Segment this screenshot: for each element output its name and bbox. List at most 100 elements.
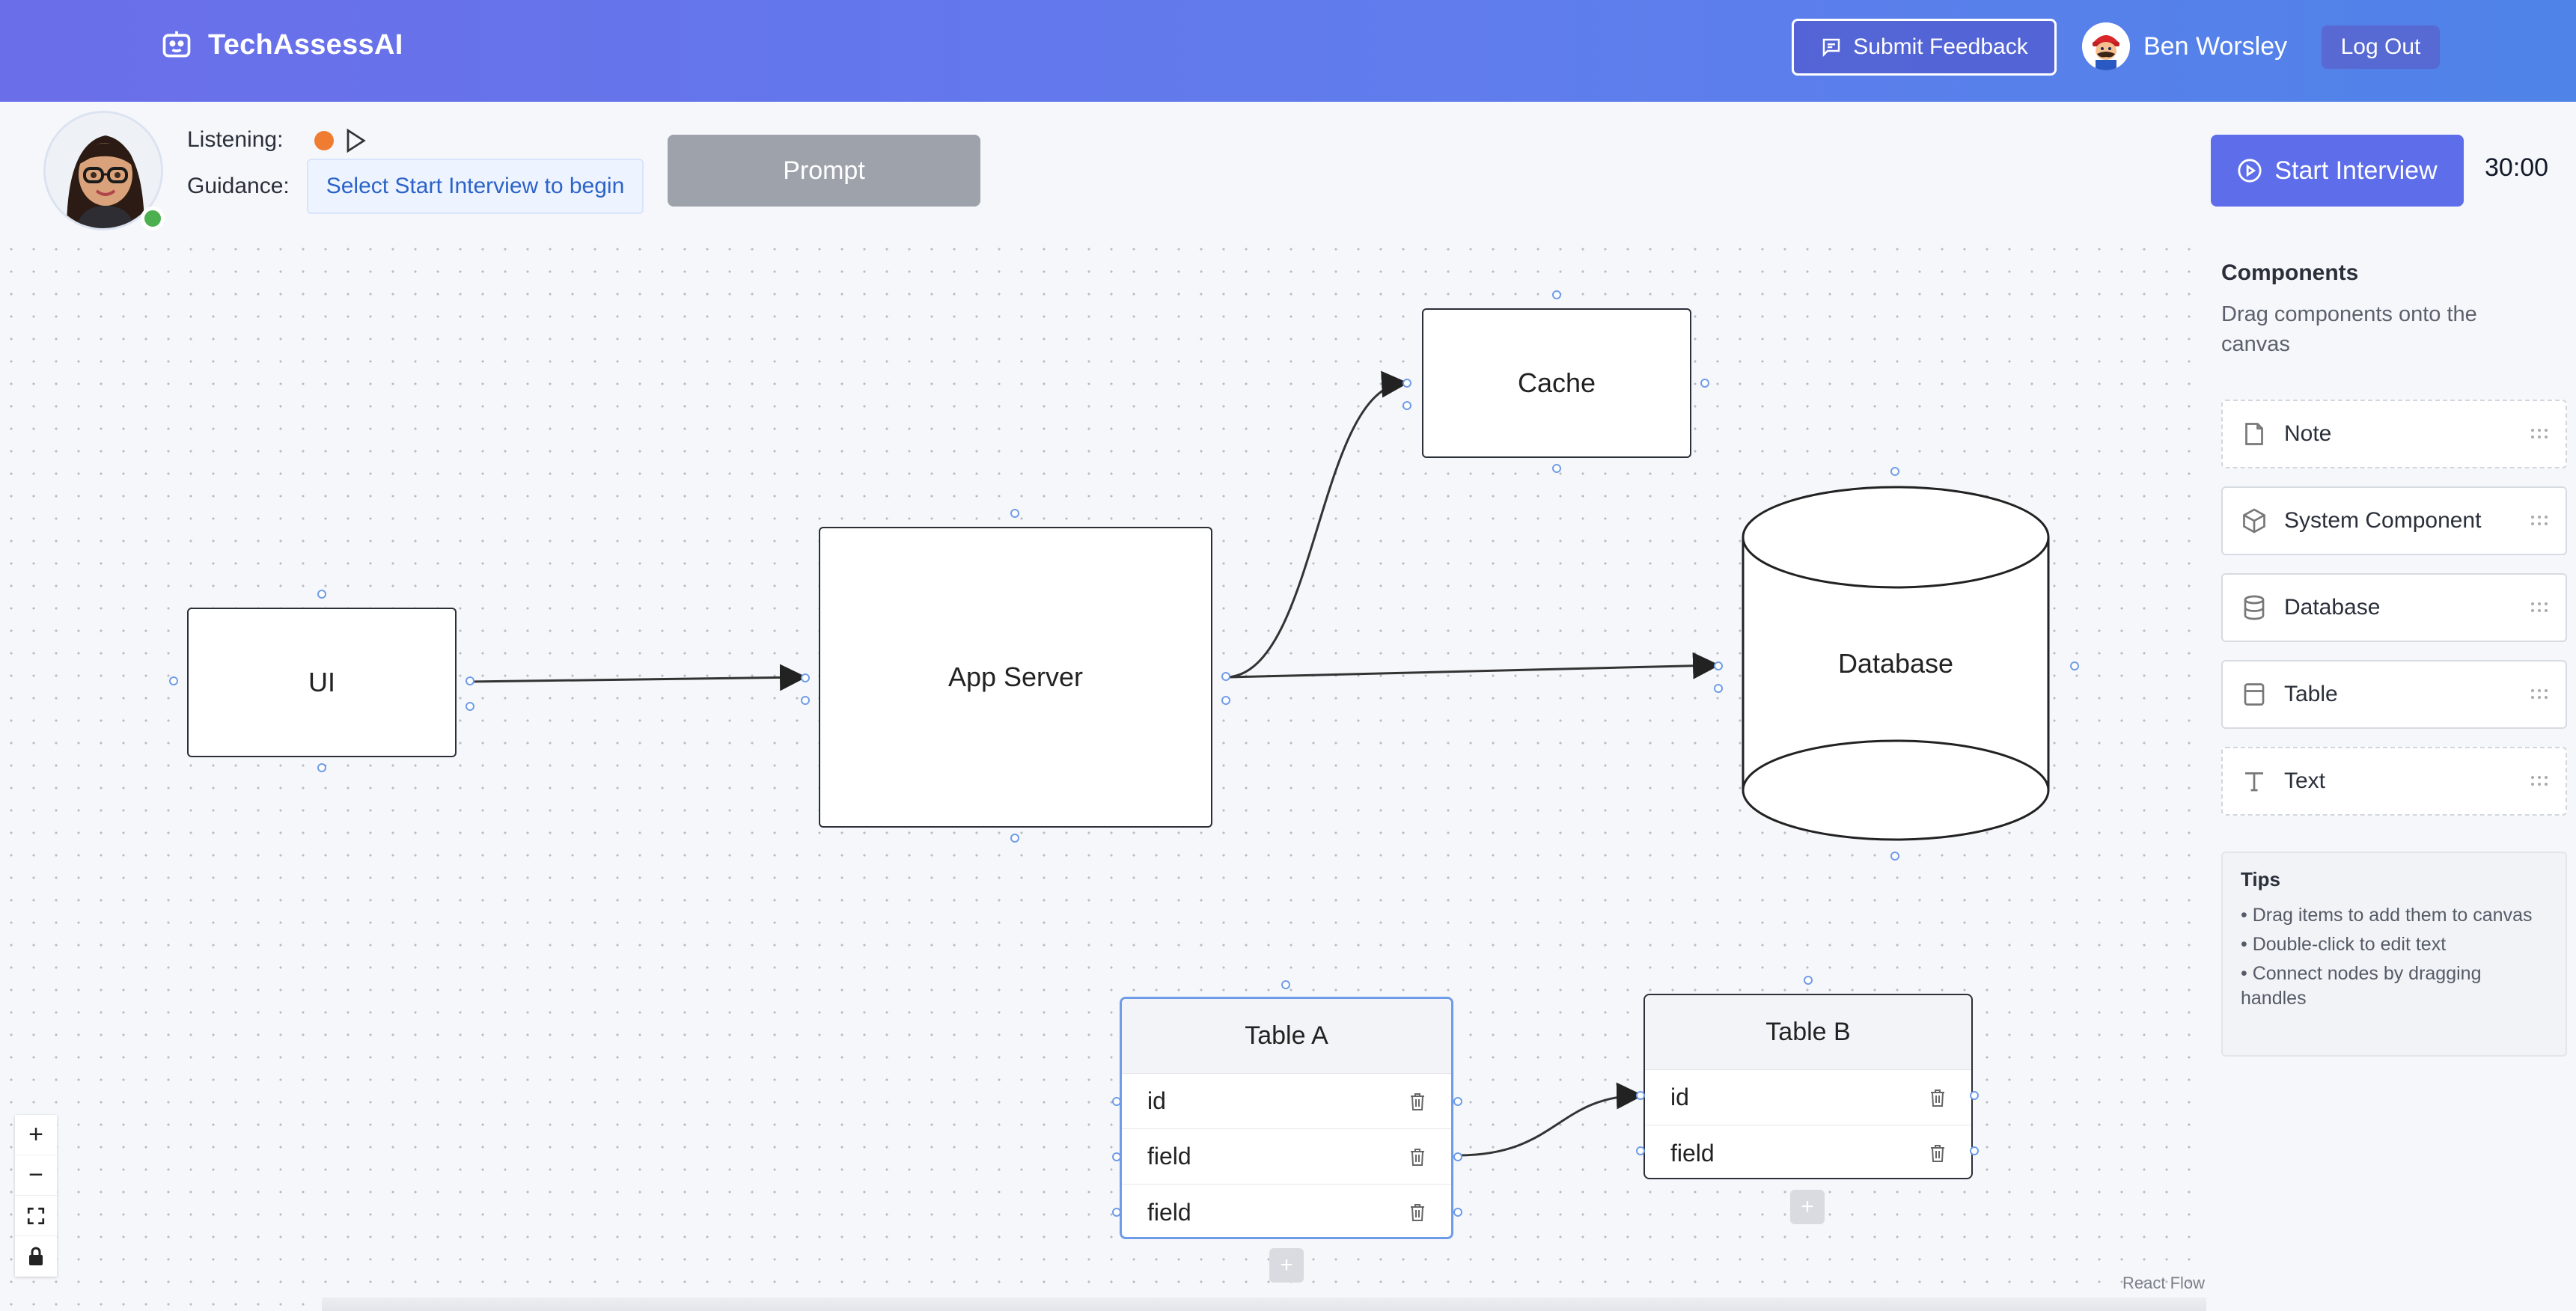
text-icon <box>2245 772 2263 792</box>
handle[interactable] <box>1552 464 1561 473</box>
handle[interactable] <box>1112 1208 1121 1217</box>
component-text[interactable]: Text <box>2221 747 2567 816</box>
edges-layer <box>469 370 1720 1157</box>
tip-item: • Connect nodes by dragging handles <box>2241 963 2482 1009</box>
handle[interactable] <box>1714 684 1723 693</box>
table-node-a[interactable]: Table A id field field <box>1120 997 1453 1239</box>
submit-feedback-button[interactable]: Submit Feedback <box>1792 19 2057 76</box>
handle[interactable] <box>1010 834 1019 843</box>
brand[interactable]: TechAssessAI <box>160 28 403 61</box>
user-avatar <box>2082 22 2130 70</box>
trash-icon[interactable] <box>1929 1143 1946 1163</box>
react-flow-attribution[interactable]: React Flow <box>2122 1274 2206 1292</box>
trash-icon[interactable] <box>1409 1202 1426 1222</box>
table-row[interactable]: field <box>1122 1185 1451 1240</box>
handle[interactable] <box>1221 672 1230 681</box>
handle[interactable] <box>1281 980 1290 989</box>
component-label: Database <box>2284 595 2381 620</box>
handle[interactable] <box>1453 1152 1462 1161</box>
handle[interactable] <box>1453 1097 1462 1106</box>
table-row[interactable]: field <box>1122 1129 1451 1185</box>
robot-icon <box>162 31 191 58</box>
table-a-title: Table A <box>1122 999 1451 1074</box>
handle[interactable] <box>1221 696 1230 705</box>
fit-view-button[interactable] <box>15 1196 57 1236</box>
handle[interactable] <box>466 702 474 711</box>
start-interview-label: Start Interview <box>2274 156 2438 185</box>
component-label: Note <box>2284 421 2332 446</box>
table-icon <box>2244 683 2265 706</box>
diagram-canvas[interactable]: UI App Server Cache Database Table A id <box>0 238 2206 1311</box>
interviewer-avatar <box>43 111 163 230</box>
handle[interactable] <box>1112 1152 1121 1161</box>
handle[interactable] <box>1636 1091 1645 1100</box>
listening-indicator <box>314 131 334 150</box>
component-note[interactable]: Note <box>2221 400 2567 468</box>
add-row-button[interactable]: + <box>1269 1248 1304 1283</box>
listening-label: Listening: <box>187 127 284 152</box>
handle[interactable] <box>1453 1208 1462 1217</box>
table-row[interactable]: field <box>1645 1125 1971 1181</box>
node-database[interactable]: Database <box>1741 485 2051 843</box>
drag-handle-icon[interactable] <box>2530 687 2549 702</box>
add-row-button[interactable]: + <box>1790 1190 1825 1224</box>
node-ui-label: UI <box>308 667 335 697</box>
database-cylinder-icon <box>1742 486 2050 841</box>
zoom-in-button[interactable]: + <box>15 1115 57 1155</box>
online-status-dot <box>141 207 165 230</box>
node-ui[interactable]: UI <box>187 608 457 757</box>
drag-handle-icon[interactable] <box>2530 427 2549 441</box>
component-database[interactable]: Database <box>2221 573 2567 642</box>
handle[interactable] <box>1804 976 1813 985</box>
node-cache[interactable]: Cache <box>1422 308 1691 458</box>
handle[interactable] <box>2070 661 2079 670</box>
drag-handle-icon[interactable] <box>2530 513 2549 528</box>
handle[interactable] <box>1890 467 1899 476</box>
handle[interactable] <box>801 696 810 705</box>
handle[interactable] <box>1700 379 1709 388</box>
start-interview-button[interactable]: Start Interview <box>2211 135 2464 207</box>
interview-timer: 30:00 <box>2485 153 2549 182</box>
note-icon <box>2245 423 2263 445</box>
handle[interactable] <box>1714 661 1723 670</box>
drag-handle-icon[interactable] <box>2530 600 2549 615</box>
table-row[interactable]: id <box>1122 1074 1451 1129</box>
handle[interactable] <box>1112 1097 1121 1106</box>
table-row[interactable]: id <box>1645 1070 1971 1125</box>
handle[interactable] <box>466 676 474 685</box>
brand-name: TechAssessAI <box>208 28 403 61</box>
handle[interactable] <box>169 676 178 685</box>
handle[interactable] <box>801 673 810 682</box>
message-icon <box>1823 38 1840 58</box>
lock-button[interactable] <box>15 1236 57 1277</box>
drag-handle-icon[interactable] <box>2530 774 2549 789</box>
handle[interactable] <box>1970 1091 1979 1100</box>
components-sidebar: Components Drag components onto the canv… <box>2206 238 2576 1311</box>
handle[interactable] <box>1010 509 1019 518</box>
handle[interactable] <box>317 590 326 599</box>
handle[interactable] <box>1403 401 1411 410</box>
trash-icon[interactable] <box>1409 1092 1426 1111</box>
component-table[interactable]: Table <box>2221 660 2567 729</box>
handle[interactable] <box>1890 852 1899 861</box>
handle[interactable] <box>1970 1146 1979 1155</box>
horizontal-scrollbar[interactable] <box>322 1298 2206 1311</box>
handle[interactable] <box>317 763 326 772</box>
trash-icon[interactable] <box>1409 1147 1426 1167</box>
play-icon[interactable] <box>344 127 367 154</box>
app-header: TechAssessAI Submit Feedback Ben Worsley… <box>0 0 2576 102</box>
prompt-button[interactable]: Prompt <box>668 135 980 207</box>
handle[interactable] <box>1552 290 1561 299</box>
trash-icon[interactable] <box>1929 1088 1946 1107</box>
handle[interactable] <box>1403 379 1411 388</box>
zoom-out-button[interactable]: − <box>15 1155 57 1196</box>
component-system[interactable]: System Component <box>2221 486 2567 555</box>
logout-button[interactable]: Log Out <box>2322 25 2440 69</box>
node-app-server[interactable]: App Server <box>819 527 1212 828</box>
field-name: field <box>1147 1198 1191 1226</box>
handle[interactable] <box>1636 1146 1645 1155</box>
table-node-b[interactable]: Table B id field <box>1643 994 1973 1179</box>
user-profile[interactable]: Ben Worsley <box>2082 22 2287 70</box>
tip-item: • Double-click to edit text <box>2241 934 2447 955</box>
play-circle-icon <box>2238 159 2262 183</box>
